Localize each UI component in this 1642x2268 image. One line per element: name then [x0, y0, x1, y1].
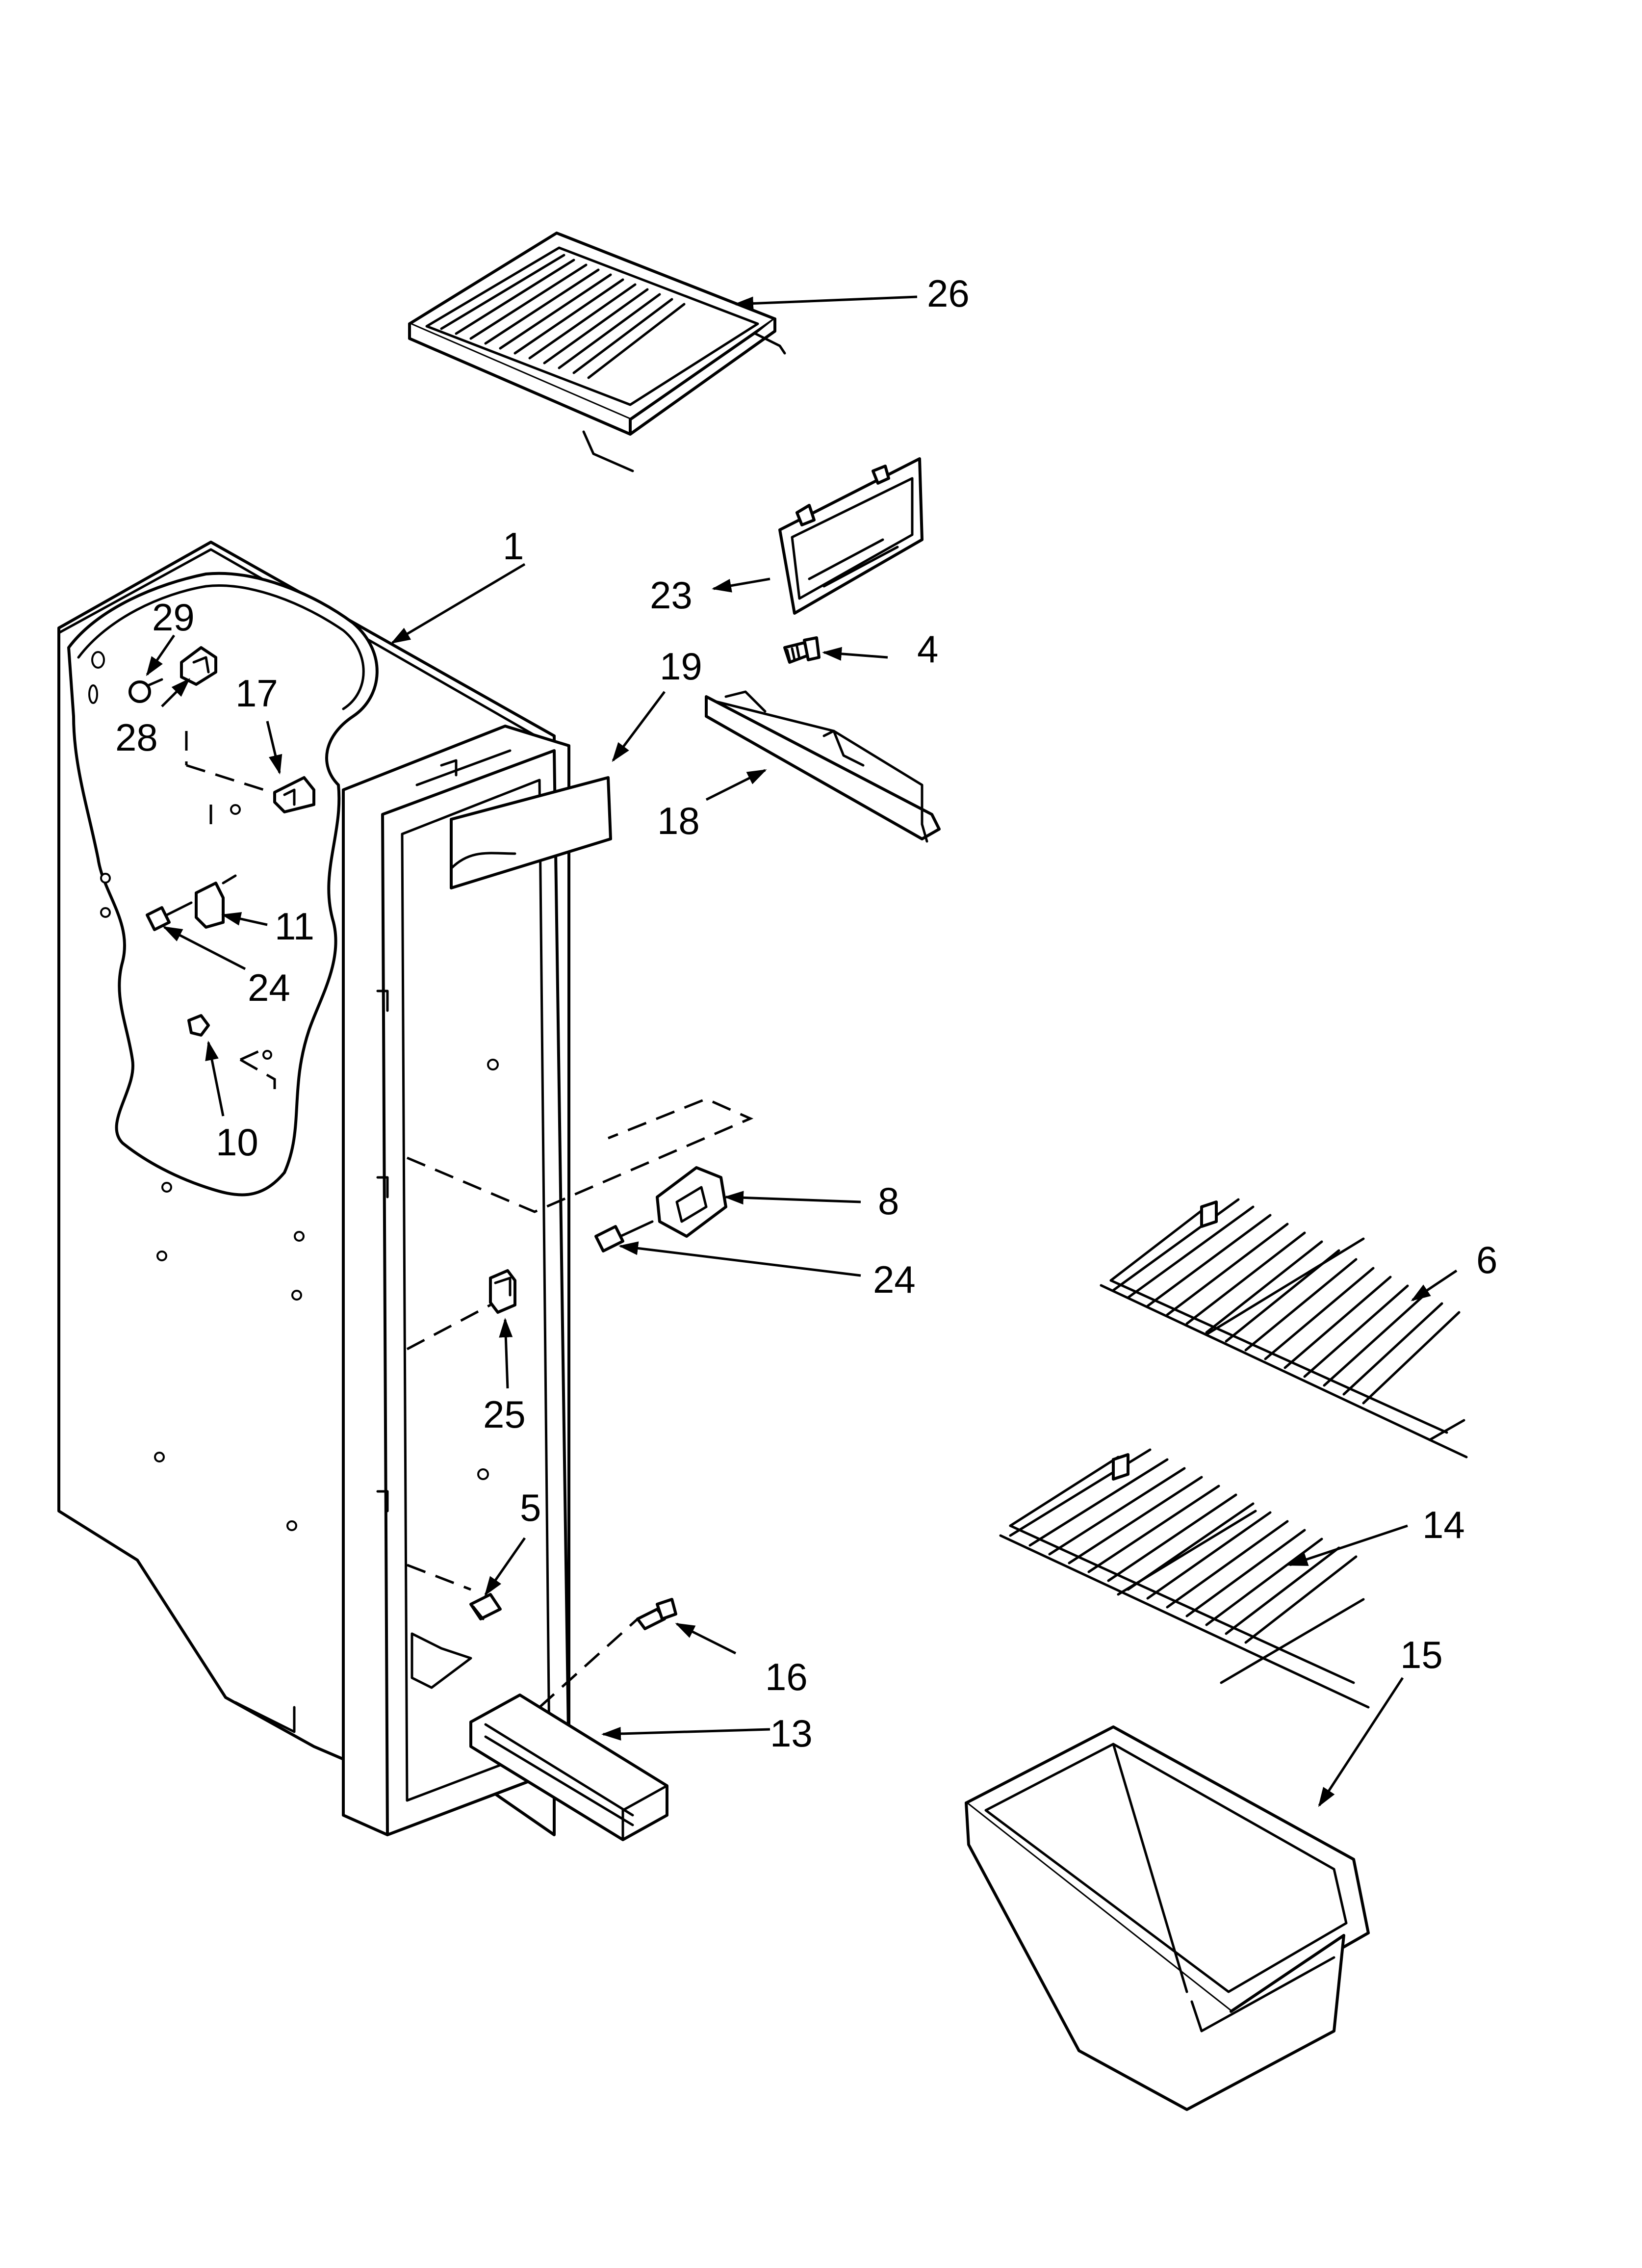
grille-13	[469, 1694, 668, 1841]
light-socket-28	[180, 646, 217, 686]
switch-25	[489, 1269, 516, 1314]
cabinet-liner	[57, 541, 754, 1836]
callout-17: 17	[235, 672, 278, 715]
callout-5: 5	[520, 1486, 541, 1529]
callout-29: 29	[152, 596, 195, 639]
wire-shelf-6	[1100, 1198, 1468, 1459]
callout-4: 4	[917, 627, 938, 671]
callout-15: 15	[1400, 1633, 1443, 1676]
callout-28: 28	[115, 716, 158, 759]
screw-4	[783, 636, 821, 664]
callout-24-upper: 24	[248, 966, 290, 1009]
callout-6: 6	[1476, 1238, 1497, 1281]
cam-8	[656, 1166, 727, 1238]
callout-10: 10	[216, 1121, 258, 1164]
callout-13: 13	[770, 1712, 813, 1755]
top-shelf	[408, 232, 786, 472]
callout-25: 25	[483, 1393, 526, 1436]
light-bulb-29	[128, 678, 163, 703]
callout-leaders	[146, 295, 1458, 1807]
label-19	[450, 776, 612, 889]
callout-23: 23	[650, 574, 693, 617]
rail-bracket-18	[705, 690, 941, 843]
screw-24-lower	[594, 1220, 654, 1252]
callout-19: 19	[660, 645, 702, 688]
clip-17	[273, 776, 315, 813]
plug-10	[187, 1014, 210, 1037]
screw-16	[636, 1598, 677, 1630]
callout-26: 26	[927, 272, 970, 315]
callout-18: 18	[657, 799, 700, 842]
bin-15	[965, 1725, 1370, 2111]
callout-14: 14	[1422, 1503, 1465, 1546]
door-frame-23	[778, 457, 924, 615]
callout-labels: 26 1 23 4 19 18 29 28 17 11 24 10 8 24 2…	[115, 272, 1497, 1755]
screw-24-upper	[146, 901, 193, 931]
callout-8: 8	[878, 1179, 899, 1223]
wire-shelf-14	[999, 1448, 1370, 1709]
callout-16: 16	[765, 1655, 808, 1698]
callout-11: 11	[275, 905, 314, 948]
callout-1: 1	[503, 524, 524, 568]
screw-5	[469, 1593, 502, 1620]
callout-24-lower: 24	[873, 1258, 916, 1301]
